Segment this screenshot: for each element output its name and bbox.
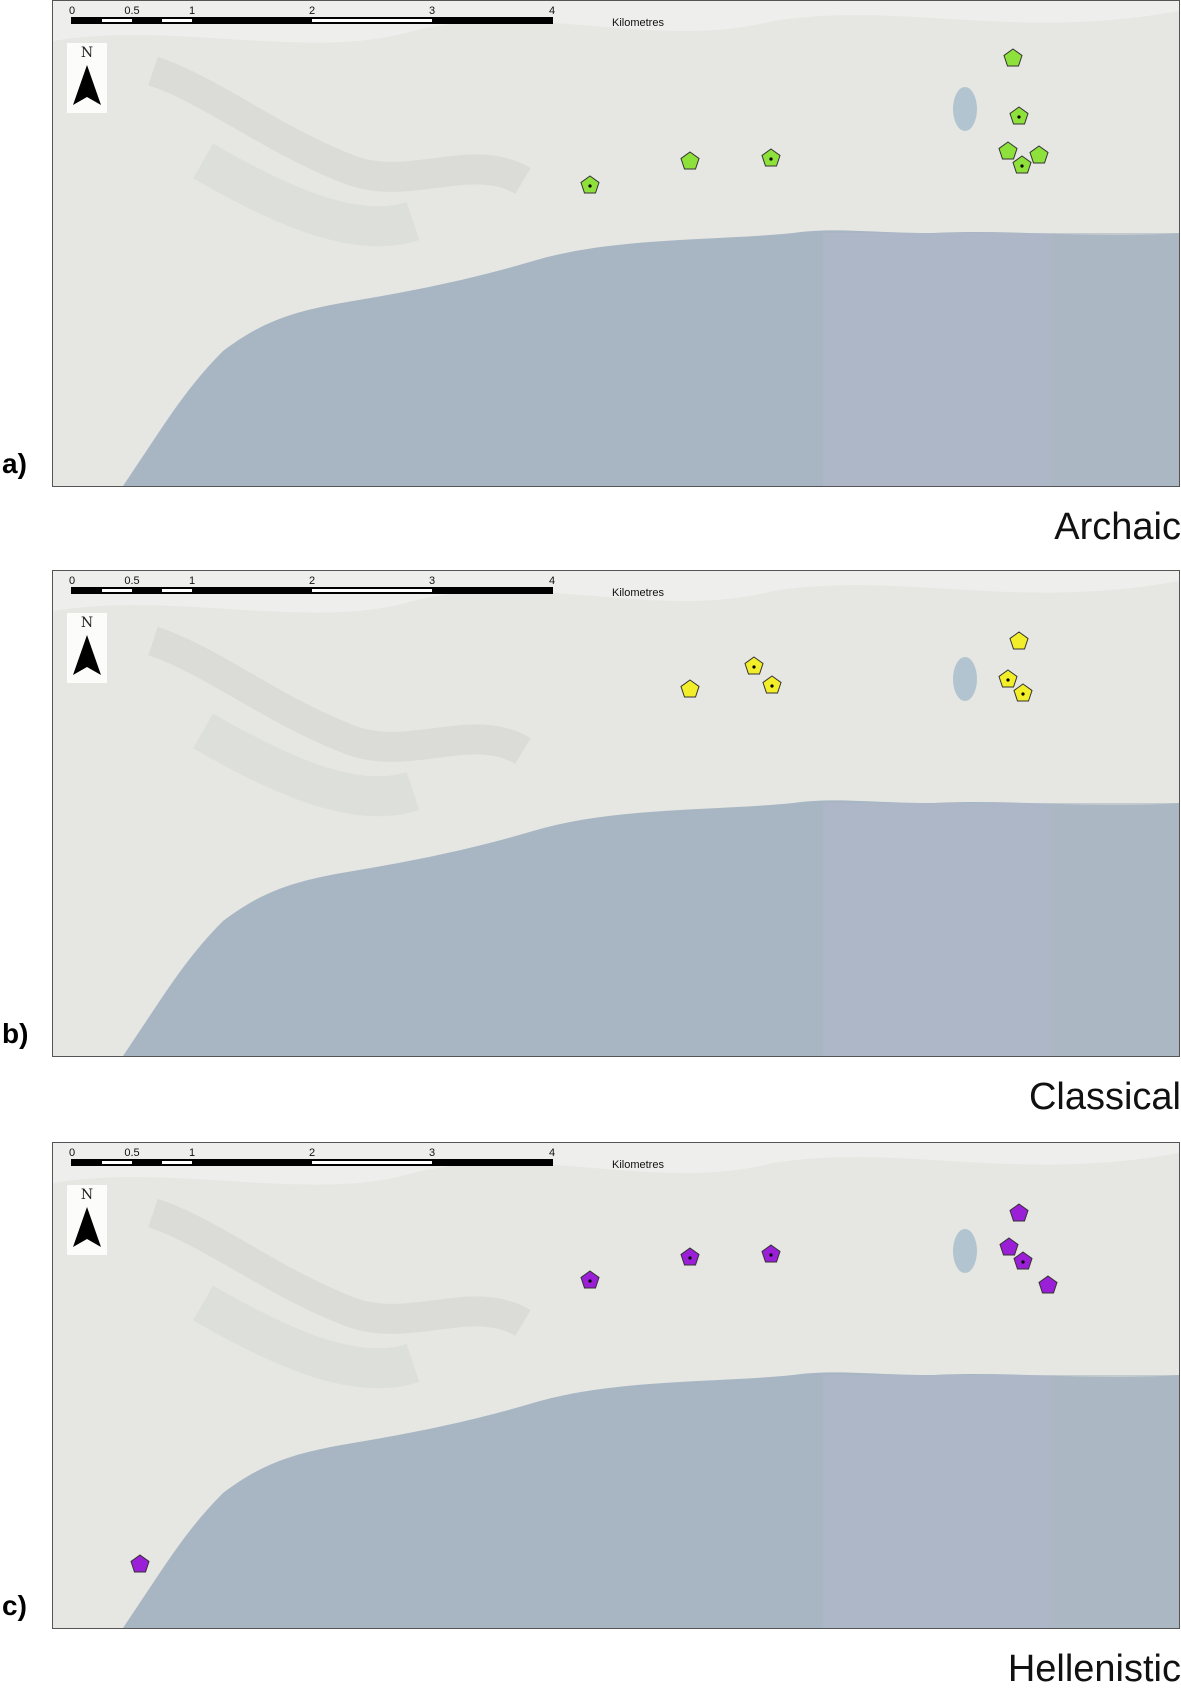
pentagon-site-icon [1009,106,1029,125]
pentagon-site-icon [761,148,781,167]
scale-segment [162,1161,192,1164]
north-arrow-icon: N [67,1185,107,1255]
pentagon-site-icon [999,1237,1019,1256]
pentagon-site-icon [580,1270,600,1289]
pentagon-site-icon [1009,631,1029,650]
period-label: Hellenistic [1007,1648,1181,1690]
north-label: N [80,615,94,631]
pentagon-site-icon [1029,145,1049,164]
scale-segment [102,589,132,592]
period-label: Classical [1028,1076,1181,1118]
scale-tick: 2 [308,575,316,587]
scale-unit: Kilometres [612,587,664,599]
panel-letter: b) [2,1018,29,1049]
scale-segment [162,589,192,592]
scale-segment [312,589,432,592]
scale-tick: 0 [68,5,76,17]
scale-tick: 4 [548,1147,556,1159]
scale-segment [312,19,432,22]
scale-tick: 1 [188,575,196,587]
scale-tick: 1 [188,1147,196,1159]
scale-segment [312,1161,432,1164]
pentagon-site-icon [762,675,782,694]
map-frame: 0 0.5 1 2 3 4 Kilometres N [52,1142,1180,1629]
terrain-background [53,1,1179,486]
scale-tick: 1 [188,5,196,17]
scale-tick: 3 [428,1147,436,1159]
scale-bar: 0 0.5 1 2 3 4 Kilometres [68,1143,691,1183]
scale-tick: 0.5 [124,575,140,587]
north-arrow-icon: N [67,613,107,683]
pentagon-site-icon [680,1247,700,1266]
north-label: N [80,1187,94,1203]
scale-tick: 0 [68,575,76,587]
scale-tick: 2 [308,5,316,17]
north-arrow-icon: N [67,43,107,113]
scale-tick: 0.5 [124,5,140,17]
scale-tick: 4 [548,575,556,587]
scale-unit: Kilometres [612,17,664,29]
pentagon-site-icon [1013,1251,1033,1270]
scale-segment [102,1161,132,1164]
pentagon-site-icon [998,669,1018,688]
pentagon-site-icon [580,175,600,194]
north-label: N [80,45,94,61]
pentagon-site-icon [1038,1275,1058,1294]
scale-tick: 3 [428,5,436,17]
scale-bar: 0 0.5 1 2 3 4 Kilometres [68,571,691,611]
scale-tick: 0 [68,1147,76,1159]
scale-tick: 4 [548,5,556,17]
terrain-background [53,1143,1179,1628]
scale-segment [102,19,132,22]
pentagon-site-icon [744,656,764,675]
map-frame: 0 0.5 1 2 3 4 Kilometres N [52,0,1180,487]
pentagon-site-icon [761,1244,781,1263]
pentagon-site-icon [680,151,700,170]
scale-tick: 3 [428,575,436,587]
pentagon-site-icon [998,141,1018,160]
scale-tick: 2 [308,1147,316,1159]
period-label: Archaic [1054,506,1181,548]
scale-unit: Kilometres [612,1159,664,1171]
scale-segment [162,19,192,22]
panel-letter: a) [2,448,27,479]
pentagon-site-icon [1013,683,1033,702]
scale-tick: 0.5 [124,1147,140,1159]
map-frame: 0 0.5 1 2 3 4 Kilometres N [52,570,1180,1057]
pentagon-site-icon [680,679,700,698]
pentagon-site-icon [130,1554,150,1573]
pentagon-site-icon [1009,1203,1029,1222]
scale-bar: 0 0.5 1 2 3 4 Kilometres [68,1,691,41]
panel-letter: c) [2,1590,27,1621]
pentagon-site-icon [1012,155,1032,174]
terrain-background [53,571,1179,1056]
pentagon-site-icon [1003,48,1023,67]
